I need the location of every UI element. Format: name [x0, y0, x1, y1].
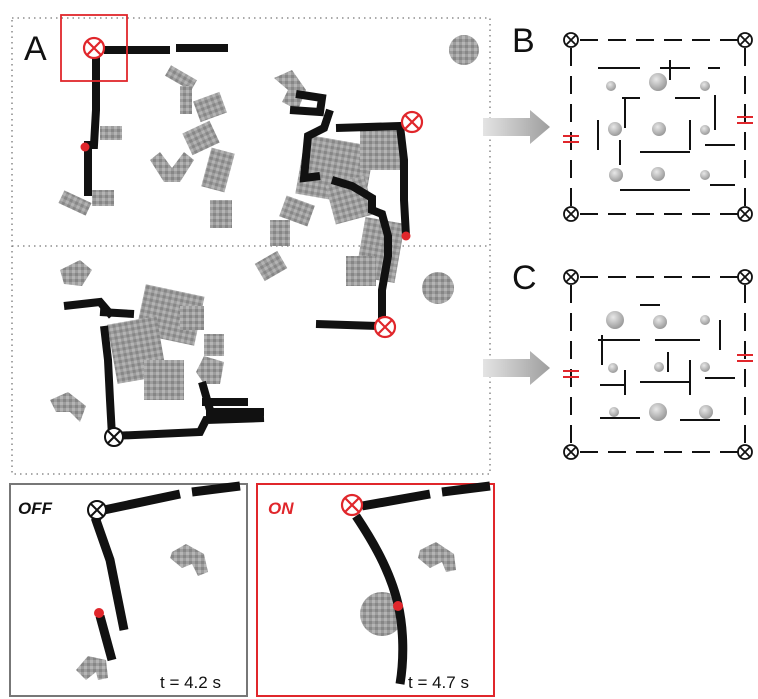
electrode-icon [737, 269, 753, 285]
particles-a [50, 35, 479, 422]
inset-on-time: t = 4.7 s [408, 673, 469, 692]
tip-marker [393, 601, 403, 611]
panel-c-letter: C [512, 259, 537, 297]
inset-off: OFF t = 4.2 s [9, 481, 248, 697]
electrode-icon [400, 110, 424, 134]
electrode-icon [737, 206, 753, 222]
inset-off-time: t = 4.2 s [160, 673, 221, 692]
electrode-icon [563, 444, 579, 460]
inset-on: ON t = 4.7 s [256, 481, 495, 697]
electrode-icon [104, 427, 124, 447]
electrode-icon [563, 206, 579, 222]
arrow-to-b [483, 110, 550, 144]
inset-off-label: OFF [18, 499, 53, 518]
capacitor-icon [563, 354, 753, 378]
electrode-icon [373, 315, 397, 339]
electrode-icon [82, 36, 106, 60]
inset-on-label: ON [268, 499, 294, 518]
panel-b-letter: B [512, 22, 535, 60]
capacitor-icon [563, 116, 753, 143]
particles-b [606, 73, 710, 182]
tip-marker [94, 608, 104, 618]
electrode-icon [563, 32, 579, 48]
panel-c: C [512, 259, 753, 460]
arrow-to-c [483, 351, 550, 385]
inset-off-frame [9, 483, 248, 697]
inset-on-frame [256, 483, 495, 697]
highlight-box [60, 14, 128, 82]
particles-c [606, 311, 713, 421]
electrode-icon [87, 500, 107, 520]
electrode-icon [737, 32, 753, 48]
electrode-icon [737, 444, 753, 460]
wires-a [63, 44, 410, 441]
tip-marker [80, 142, 90, 152]
panel-a: A [11, 14, 491, 475]
electrode-icon [340, 493, 364, 517]
electrode-icon [563, 269, 579, 285]
panel-a-letter: A [24, 30, 47, 68]
tip-marker [401, 231, 411, 241]
panel-b: B [512, 22, 753, 222]
